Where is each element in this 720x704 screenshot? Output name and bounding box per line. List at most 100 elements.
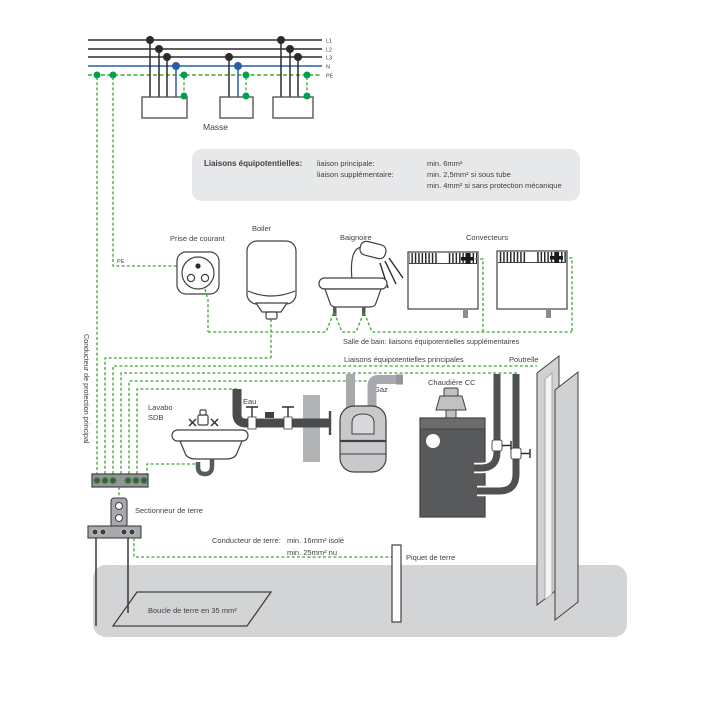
cc-boiler-label: Chaudière CC — [428, 378, 476, 387]
earth-conductor-value: min. 16mm² isolé — [287, 536, 344, 545]
gas-pipe-end — [396, 374, 403, 385]
info-box: Liaisons équipotentielles: liaison princ… — [192, 149, 580, 201]
socket-earth-pin — [195, 263, 201, 269]
disconnector-label: Sectionneur de terre — [135, 506, 203, 515]
earth-bar-terminal — [124, 476, 132, 485]
cc-boiler-dial — [426, 434, 440, 448]
bathtub: Baignoire — [318, 233, 404, 316]
beam-bonding-wire — [112, 365, 537, 474]
socket: PE Prise de courant — [112, 77, 226, 332]
boiler-base — [254, 302, 289, 313]
earth-bar-terminal — [132, 476, 140, 485]
socket-label: Prise de courant — [170, 234, 226, 243]
wall — [303, 395, 320, 462]
sink-label: Lavabo — [148, 403, 173, 412]
earth-bar-terminal — [109, 476, 117, 485]
basin-bowl — [179, 440, 243, 460]
gas-label: Gaz — [374, 385, 388, 394]
convectors: Convecteurs Salle de bain: liaisons équi… — [208, 233, 573, 346]
water-bonding-wire — [136, 388, 237, 474]
ground — [93, 565, 627, 637]
bathroom-return-wire — [104, 357, 271, 474]
pipe-coupling — [247, 416, 257, 430]
i-beam — [536, 354, 579, 622]
bus-label-l2: L2 — [326, 48, 332, 54]
bathtub-foot — [362, 307, 366, 316]
sink-label-2: SDB — [148, 413, 163, 422]
heating-pipes-bonding-wire — [120, 372, 519, 474]
convector-leg — [463, 309, 468, 318]
water-label: Eau — [243, 397, 256, 406]
protective-conductor-label: Conducteur de protection principal — [82, 334, 91, 444]
faucet-handles — [188, 418, 219, 427]
cc-boiler: Chaudière CC — [419, 374, 531, 518]
masse-box — [141, 96, 188, 119]
bus-label-l1: L1 — [326, 39, 332, 45]
info-row-name: liaison principale: — [317, 159, 375, 168]
flue-cap — [443, 387, 459, 397]
info-row-name: liaison supplémentaire: — [317, 170, 394, 179]
boiler-body — [246, 240, 297, 305]
masse-box — [219, 96, 254, 119]
convector-bonding-wire — [564, 257, 573, 332]
socket-pe-label: PE — [117, 259, 125, 265]
i-beam-web — [544, 372, 553, 601]
i-beam-front-flange — [554, 370, 579, 622]
water-pipe — [232, 389, 329, 428]
bus-label-pe: PE — [326, 74, 334, 80]
masse-label: Masse — [203, 122, 228, 132]
earth-bar-terminal — [140, 476, 148, 485]
earth-conductor-label: Conducteur de terre: — [212, 536, 281, 545]
masse-box — [272, 96, 314, 119]
main-bonding-caption: Liaisons équipotentielles principales — [344, 355, 464, 364]
boiler: Boiler — [246, 224, 297, 358]
pipe-valve-icon — [510, 447, 522, 460]
convector-leg — [546, 309, 551, 318]
heating-pipe — [477, 374, 520, 495]
earth-loop — [111, 591, 273, 627]
earth-rod-label: Piquet de terre — [406, 553, 455, 562]
gas-meter-window — [351, 413, 375, 435]
bus-label-l3: L3 — [326, 56, 332, 62]
bath-label: Baignoire — [340, 233, 372, 242]
earth-disconnector-bar — [87, 525, 142, 539]
info-row-value: min. 4mm² si sans protection mécanique — [427, 181, 562, 190]
socket-hole — [200, 273, 210, 283]
sink-trap — [195, 459, 215, 477]
earth-loop-label: Boucle de terre en 35 mm² — [148, 606, 237, 615]
gas-meter-assembly: Gaz — [339, 374, 403, 473]
pipe-valve-icon — [491, 439, 503, 452]
socket-body — [176, 251, 220, 295]
convectors-label: Convecteurs — [466, 233, 508, 242]
water-valve-icon — [282, 406, 294, 417]
info-row-value: min. 6mm² — [427, 159, 463, 168]
sink-bonding-wire — [146, 463, 198, 476]
heating-pipe — [474, 374, 501, 472]
socket-hole — [186, 273, 196, 283]
faucet-icon — [197, 414, 209, 426]
bathtub-rim — [318, 277, 388, 290]
gas-bonding-wire — [128, 380, 397, 474]
masse-units: Masse — [93, 36, 314, 132]
socket-pe-wire — [112, 77, 193, 267]
cc-boiler-top-band — [419, 417, 486, 430]
main-bonding-network: Liaisons équipotentielles principales Po… — [96, 77, 539, 474]
shower-head-icon — [359, 240, 387, 260]
washbasin: Lavabo SDB — [146, 403, 249, 477]
convector-bonding-wire — [475, 258, 484, 332]
socket-bonding-wire — [204, 288, 209, 332]
earth-rod — [391, 544, 402, 623]
pipe-fitting — [265, 412, 274, 418]
pipe-coupling — [283, 416, 293, 430]
bathtub-foot — [333, 307, 337, 316]
earth-rod-wire — [133, 538, 392, 558]
basin-rim — [171, 429, 249, 442]
boiler-drain — [265, 311, 278, 320]
bathroom-bonding-bus — [208, 310, 572, 333]
water-pipe-assembly: Eau — [232, 389, 332, 462]
info-row-value: min. 2,5mm² si sous tube — [427, 170, 511, 179]
bathroom-caption: Salle de bain: liaisons équipotentielles… — [343, 337, 520, 346]
earthing-system: Conducteur de protection principal Secti… — [82, 334, 455, 627]
bathtub-bowl — [324, 288, 382, 308]
